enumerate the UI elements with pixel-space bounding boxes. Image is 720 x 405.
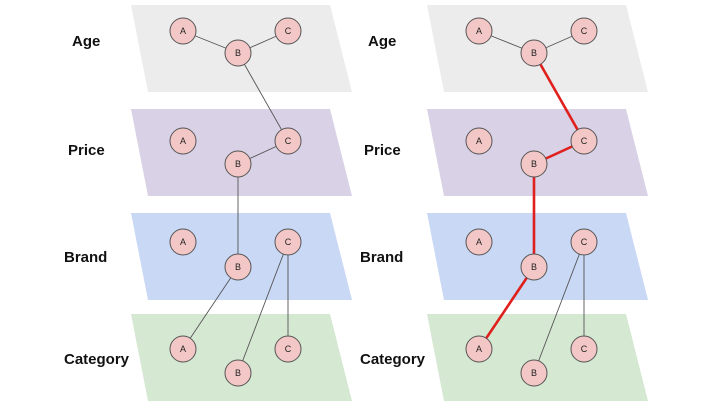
node-category-b: B: [224, 359, 252, 387]
node-label: B: [531, 48, 537, 58]
node-circle: [570, 127, 598, 155]
node-circle: [520, 359, 548, 387]
node-circle: [570, 228, 598, 256]
node-brand-a: A: [169, 228, 197, 256]
node-label: A: [180, 344, 186, 354]
node-label: C: [581, 344, 588, 354]
node-circle: [570, 17, 598, 45]
node-circle: [169, 335, 197, 363]
node-age-a: A: [169, 17, 197, 45]
node-circle: [274, 335, 302, 363]
node-age-c: C: [570, 17, 598, 45]
node-circle: [274, 228, 302, 256]
layer-label-category: Category: [64, 351, 130, 368]
node-age-b: B: [520, 39, 548, 67]
node-circle: [169, 17, 197, 45]
node-circle: [169, 228, 197, 256]
node-label: C: [285, 136, 292, 146]
node-age-b: B: [224, 39, 252, 67]
node-price-a: A: [465, 127, 493, 155]
node-brand-c: C: [570, 228, 598, 256]
node-circle: [274, 17, 302, 45]
node-price-c: C: [570, 127, 598, 155]
node-label: A: [476, 344, 482, 354]
node-circle: [570, 335, 598, 363]
node-price-b: B: [520, 150, 548, 178]
layer-label-age: Age: [72, 33, 100, 50]
layer-label-age: Age: [368, 33, 396, 50]
layer-label-price: Price: [364, 142, 401, 159]
layer-plane-category: [427, 314, 648, 401]
node-circle: [224, 253, 252, 281]
layer-plane-category: [131, 314, 352, 401]
node-circle: [224, 39, 252, 67]
node-circle: [520, 253, 548, 281]
graph-edge: [182, 266, 239, 350]
node-circle: [465, 228, 493, 256]
layer-label-category: Category: [360, 351, 426, 368]
node-brand-c: C: [274, 228, 302, 256]
node-category-a: A: [169, 335, 197, 363]
node-age-a: A: [465, 17, 493, 45]
node-label: A: [476, 26, 482, 36]
node-label: C: [285, 344, 292, 354]
node-label: C: [285, 237, 292, 247]
node-circle: [465, 335, 493, 363]
node-brand-b: B: [520, 253, 548, 281]
node-label: A: [180, 136, 186, 146]
layer-label-brand: Brand: [360, 249, 403, 266]
node-label: B: [235, 262, 241, 272]
node-brand-b: B: [224, 253, 252, 281]
node-category-b: B: [520, 359, 548, 387]
node-label: A: [476, 136, 482, 146]
node-label: B: [531, 368, 537, 378]
node-label: B: [235, 159, 241, 169]
node-category-c: C: [570, 335, 598, 363]
node-label: A: [180, 26, 186, 36]
node-category-c: C: [274, 335, 302, 363]
node-price-a: A: [169, 127, 197, 155]
highlighted-edge: [477, 265, 536, 351]
node-circle: [520, 39, 548, 67]
node-label: A: [476, 237, 482, 247]
node-circle: [465, 17, 493, 45]
node-label: C: [581, 136, 588, 146]
node-circle: [520, 150, 548, 178]
node-category-a: A: [465, 335, 493, 363]
layer-label-price: Price: [68, 142, 105, 159]
graph-edge: [237, 241, 289, 374]
layer-label-brand: Brand: [64, 249, 107, 266]
node-price-b: B: [224, 150, 252, 178]
node-brand-a: A: [465, 228, 493, 256]
node-label: B: [531, 262, 537, 272]
graph-edge: [237, 52, 289, 142]
node-label: C: [581, 237, 588, 247]
graph-edge: [533, 241, 585, 374]
node-circle: [224, 359, 252, 387]
node-label: C: [285, 26, 292, 36]
node-price-c: C: [274, 127, 302, 155]
node-label: C: [581, 26, 588, 36]
node-circle: [169, 127, 197, 155]
node-circle: [224, 150, 252, 178]
node-circle: [274, 127, 302, 155]
highlighted-edge: [532, 51, 586, 143]
node-label: B: [235, 48, 241, 58]
node-label: A: [180, 237, 186, 247]
node-age-c: C: [274, 17, 302, 45]
node-circle: [465, 127, 493, 155]
node-label: B: [531, 159, 537, 169]
node-label: B: [235, 368, 241, 378]
